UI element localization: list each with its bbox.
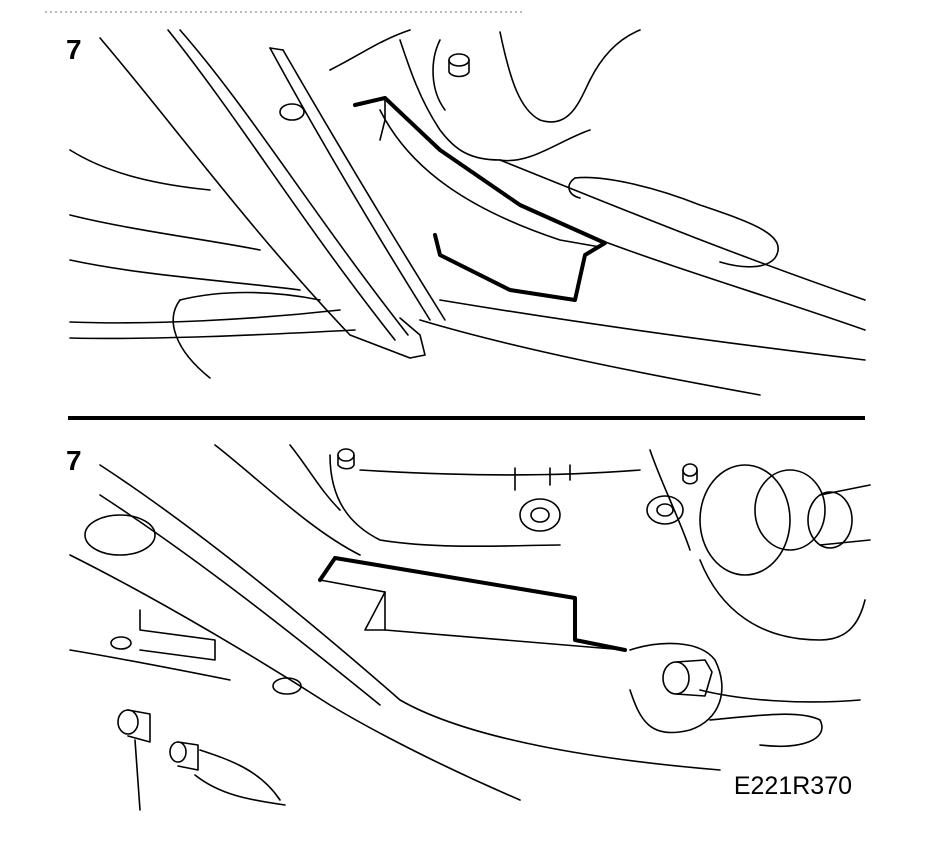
- bracket: [139, 609, 216, 661]
- sweep-line: [419, 319, 761, 396]
- rail-line: [99, 37, 351, 336]
- rail-line: [179, 29, 409, 336]
- hose-curve: [69, 149, 211, 191]
- cover-inner-edge: [319, 579, 626, 651]
- rail-line: [167, 29, 396, 341]
- bracket-line: [69, 649, 231, 681]
- bolt-center-icon: [169, 741, 199, 771]
- hose-curve: [69, 214, 261, 251]
- highlighted-cover-part: [318, 556, 627, 652]
- subframe-edge: [699, 689, 861, 703]
- bolt-flange-icon: [646, 495, 684, 525]
- housing-contour: [649, 449, 691, 551]
- step-number-top: 7: [66, 34, 82, 65]
- hose-curve: [69, 309, 341, 324]
- housing-contour: [289, 444, 341, 511]
- highlighted-cover-part: [353, 96, 607, 302]
- cover-inner-edge: [364, 591, 386, 631]
- bolt-left-icon: [117, 709, 151, 811]
- cover-inner-edge: [379, 97, 386, 141]
- mounting-hole-large: [84, 514, 156, 556]
- housing-contour: [359, 469, 641, 476]
- body-contour: [499, 129, 591, 162]
- rail-arrow-tip: [349, 317, 426, 359]
- hose-curve: [199, 749, 281, 801]
- body-contour: [329, 29, 411, 71]
- drive-shaft-boot: [699, 464, 871, 641]
- hose-curve: [179, 291, 321, 301]
- engine-mount: [629, 642, 723, 734]
- plate-edge: [599, 239, 866, 331]
- plate-contour: [574, 176, 779, 268]
- bolt-head: [448, 53, 470, 67]
- mounting-hole: [279, 103, 305, 121]
- top-panel-drawing: [69, 29, 866, 396]
- body-contour: [432, 39, 446, 111]
- step-number-bottom: 7: [66, 445, 82, 476]
- body-contour: [589, 29, 641, 81]
- hose-curve: [194, 774, 286, 806]
- rail-line: [282, 49, 446, 321]
- body-contour: [399, 39, 501, 161]
- beam-edge: [69, 554, 521, 801]
- mounting-hole: [272, 677, 302, 695]
- boot-contour: [699, 559, 866, 641]
- bolt-head: [448, 59, 470, 78]
- rail-line: [269, 47, 431, 321]
- subframe-edge: [709, 713, 823, 748]
- bolt-small-icon: [682, 463, 698, 485]
- beam-edge: [99, 494, 381, 706]
- hose-curve: [69, 329, 356, 340]
- figure-reference-code: E221R370: [733, 772, 852, 800]
- hose-curve: [69, 259, 301, 291]
- plate-contour: [568, 177, 581, 199]
- housing-contour: [329, 454, 561, 548]
- hose-curve: [172, 299, 211, 379]
- rail-cap: [269, 47, 284, 51]
- body-contour: [499, 31, 591, 123]
- bolt-top-icon: [337, 448, 355, 470]
- bolt-flange-icon: [519, 498, 561, 532]
- housing-contour: [214, 444, 361, 556]
- bottom-panel-drawing: [69, 444, 871, 811]
- cover-inner-edge: [379, 109, 601, 248]
- sweep-line: [439, 299, 866, 361]
- mount-bolt-icon: [662, 659, 713, 697]
- beam-edge: [99, 464, 721, 771]
- plate-edge: [499, 159, 866, 301]
- mounting-hole: [110, 636, 132, 650]
- rib-line: [514, 464, 571, 491]
